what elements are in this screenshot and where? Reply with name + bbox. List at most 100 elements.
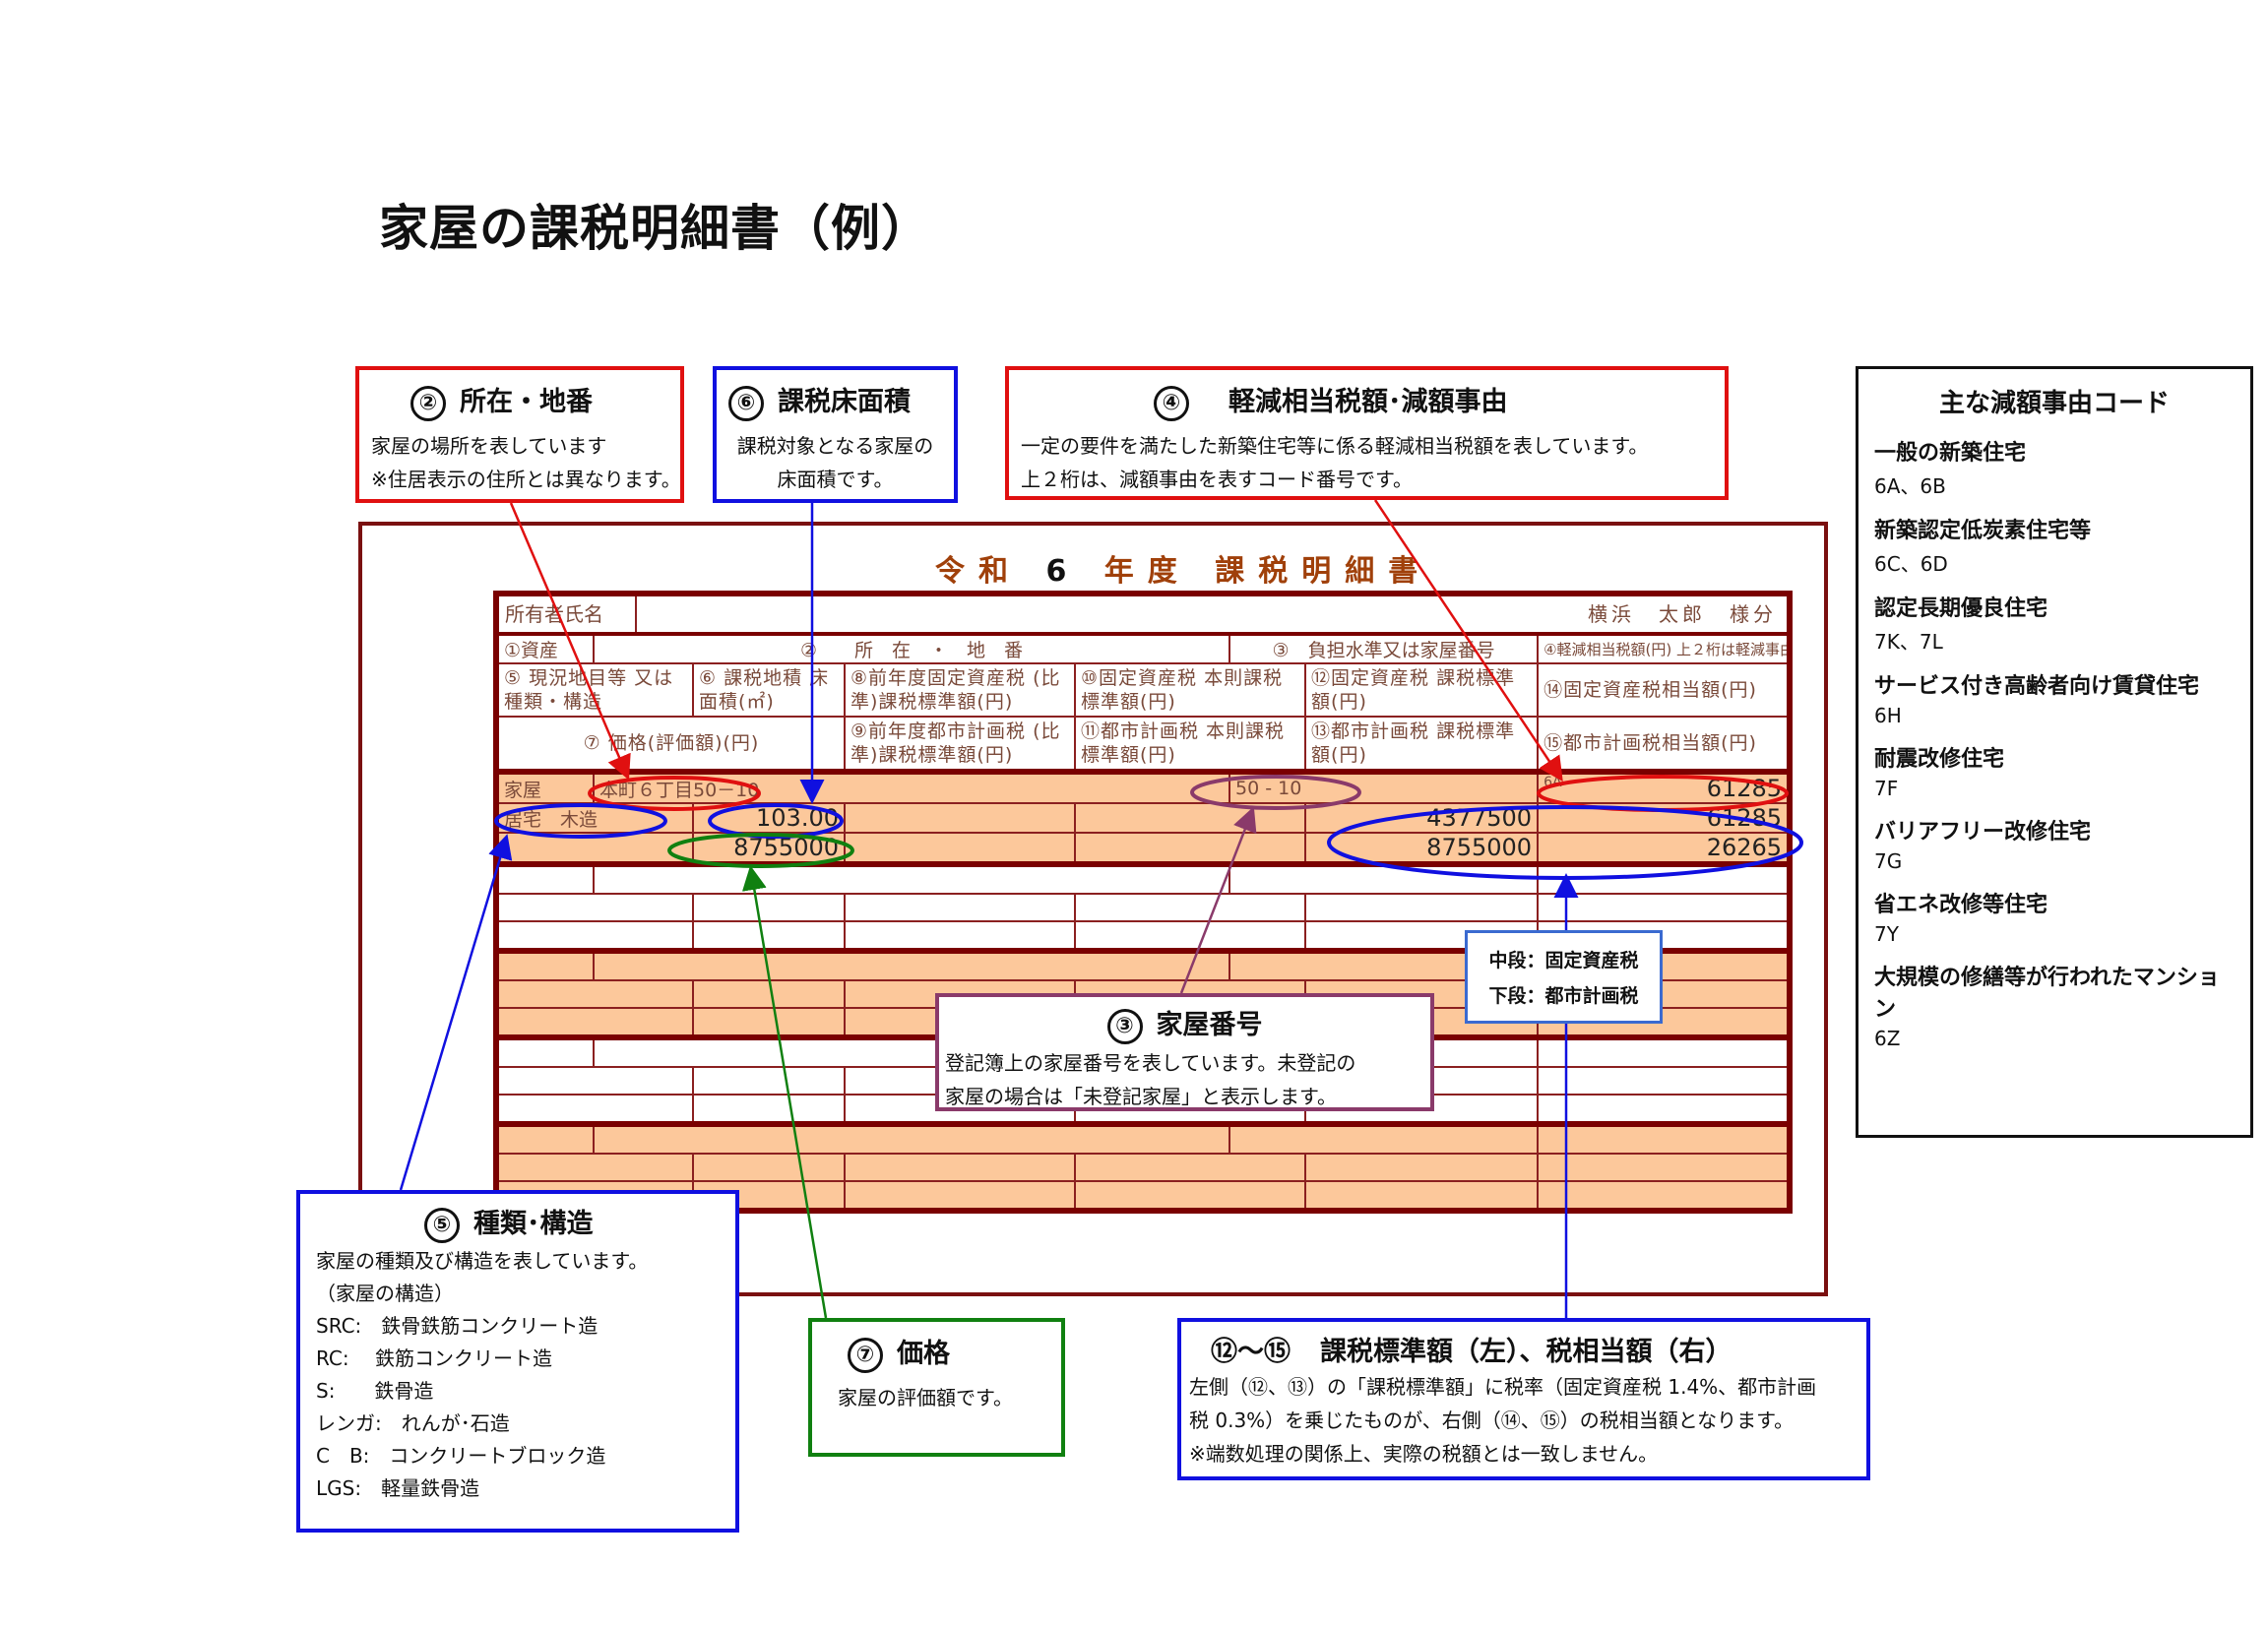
blank-cell xyxy=(844,1153,1076,1182)
blank-cell xyxy=(844,1180,1076,1212)
blank-cell xyxy=(1228,1121,1540,1155)
blank-cell xyxy=(1537,893,1792,922)
blank-cell xyxy=(1537,1180,1792,1212)
table-row: 居宅 木造 103.00 4377500 61285 xyxy=(495,802,1792,834)
code-value: 6H xyxy=(1874,704,1902,727)
callout-line: 税 0.3%）を乗じたものが、右側（⑭、⑮）の税相当額となります。 xyxy=(1189,1409,1795,1432)
type-cell: 居宅 木造 xyxy=(495,802,694,834)
number-icon: ② xyxy=(410,385,446,421)
callout-title: 課税床面積 xyxy=(778,387,911,417)
code-value: 7G xyxy=(1874,849,1903,873)
blank-cell xyxy=(1537,1034,1792,1068)
callout-line: LGS: 軽量鉄骨造 xyxy=(316,1475,480,1500)
blank-cell xyxy=(692,893,846,922)
blank-cell xyxy=(592,1121,1231,1155)
blank-cell xyxy=(692,979,846,1009)
callout-line: 上２桁は、減額事由を表すコード番号です。 xyxy=(1021,467,1413,491)
header-burden: ③ 負担水準又は家屋番号 xyxy=(1228,633,1540,664)
blank-cell xyxy=(692,1007,846,1038)
blank-cell xyxy=(495,1007,694,1038)
statement-title: 令和 6 年度 課税明細書 xyxy=(935,554,1432,589)
blank-cell xyxy=(495,832,694,865)
owner-label: 所有者氏名 xyxy=(499,596,637,632)
header-price: ⑦ 価格(評価額)(円) xyxy=(495,716,846,773)
code-value: 7K、7L xyxy=(1874,630,1943,654)
blank-cell xyxy=(495,861,595,895)
blank-cell xyxy=(1304,1153,1540,1182)
callout-line: RC: 鉄筋コンクリート造 xyxy=(316,1346,552,1370)
blank-cell xyxy=(495,948,595,981)
code-value: 7F xyxy=(1874,777,1899,800)
header-fixed-base: ⑩固定資産税 本則課税標準額(円) xyxy=(1073,662,1307,718)
blank-cell xyxy=(495,1066,694,1096)
header-fixed-tax: ⑭固定資産税相当額(円) xyxy=(1537,662,1792,718)
header-prev-city: ⑨前年度都市計画税 (比準)課税標準額(円) xyxy=(844,716,1076,773)
blank-cell xyxy=(1228,861,1540,895)
blank-cell xyxy=(844,920,1076,952)
callout-title: 種類･構造 xyxy=(473,1209,594,1239)
callout-line: 下段：都市計画税 xyxy=(1488,985,1639,1007)
blank-cell xyxy=(495,1094,694,1125)
blank-cell xyxy=(692,920,846,952)
blank-cell xyxy=(692,1153,846,1182)
header-fixed-std: ⑫固定資産税 課税標準額(円) xyxy=(1304,662,1540,718)
callout-line: ※端数処理の関係上、実際の税額とは一致しません。 xyxy=(1189,1442,1659,1466)
blank-cell xyxy=(1073,1180,1307,1212)
number-icon: ⑤ xyxy=(424,1207,460,1243)
table-row xyxy=(495,1121,1792,1155)
page-title: 家屋の課税明細書（例） xyxy=(379,200,931,257)
code-name: 省エネ改修等住宅 xyxy=(1874,893,2048,917)
header-city-tax: ⑮都市計画税相当額(円) xyxy=(1537,716,1792,773)
header-asset: ①資産 xyxy=(495,633,595,664)
callout-line: 家屋の場所を表しています xyxy=(371,433,607,458)
header-reduction: ④軽減相当税額(円) 上２桁は軽減事由 xyxy=(1537,633,1792,664)
header-city-std: ⑬都市計画税 課税標準額(円) xyxy=(1304,716,1540,773)
blank-cell xyxy=(844,893,1076,922)
blank-cell xyxy=(1073,1153,1307,1182)
callout-line: レンガ: れんが･石造 xyxy=(316,1410,510,1435)
header-area: ⑥ 課税地積 床面積(㎡) xyxy=(692,662,846,718)
blank-cell xyxy=(592,948,1231,981)
header-location: ② 所 在 ・ 地 番 xyxy=(592,633,1231,664)
blank-cell xyxy=(692,1094,846,1125)
table-row xyxy=(495,1153,1792,1182)
code-value: 6C、6D xyxy=(1874,552,1948,576)
owner-row: 所有者氏名 横浜 太郎 様分 xyxy=(493,591,1793,632)
prev-fixed-cell xyxy=(844,802,1076,834)
city-std-cell: 8755000 xyxy=(1304,832,1540,865)
blank-cell xyxy=(1537,1094,1792,1125)
callout-body: 家屋の種類及び構造を表しています。（家屋の構造）SRC: 鉄骨鉄筋コンクリート造… xyxy=(316,1245,720,1505)
callout-line: C B: コンクリートブロック造 xyxy=(316,1443,606,1468)
header-type: ⑤ 現況地目等 又は種類・構造 xyxy=(495,662,694,718)
number-icon: ⑥ xyxy=(728,385,764,421)
code-name: サービス付き高齢者向け賃貸住宅 xyxy=(1874,674,2200,699)
code-value: 7Y xyxy=(1874,922,1899,946)
callout-line: SRC: 鉄骨鉄筋コンクリート造 xyxy=(316,1313,598,1338)
code-name: 大規模の修繕等が行われたマンション xyxy=(1874,966,2220,1022)
code-name: 一般の新築住宅 xyxy=(1874,441,2027,466)
fixed-std-cell: 4377500 xyxy=(1304,802,1540,834)
location-cell: 本町６丁目50－10 xyxy=(592,769,1231,804)
code-value: 6Z xyxy=(1874,1027,1901,1050)
blank-cell xyxy=(1537,1153,1792,1182)
callout-line: 家屋の評価額です。 xyxy=(838,1385,1013,1409)
header-city-base: ⑪都市計画税 本則課税標準額(円) xyxy=(1073,716,1307,773)
blank-cell xyxy=(495,920,694,952)
code-name: バリアフリー改修住宅 xyxy=(1874,820,2092,845)
callout-line: 課税対象となる家屋の xyxy=(736,433,934,458)
callout-line: S: 鉄骨造 xyxy=(316,1378,434,1403)
header-prev-fixed: ⑧前年度固定資産税 (比準)課税標準額(円) xyxy=(844,662,1076,718)
blank-cell xyxy=(495,893,694,922)
area-cell: 103.00 xyxy=(692,802,846,834)
blank-cell xyxy=(592,861,1231,895)
callout-title: 課税標準額（左）、税相当額（右） xyxy=(1320,1337,1732,1367)
blank-cell xyxy=(495,979,694,1009)
blank-cell xyxy=(692,1066,846,1096)
prev-city-cell xyxy=(844,832,1076,865)
